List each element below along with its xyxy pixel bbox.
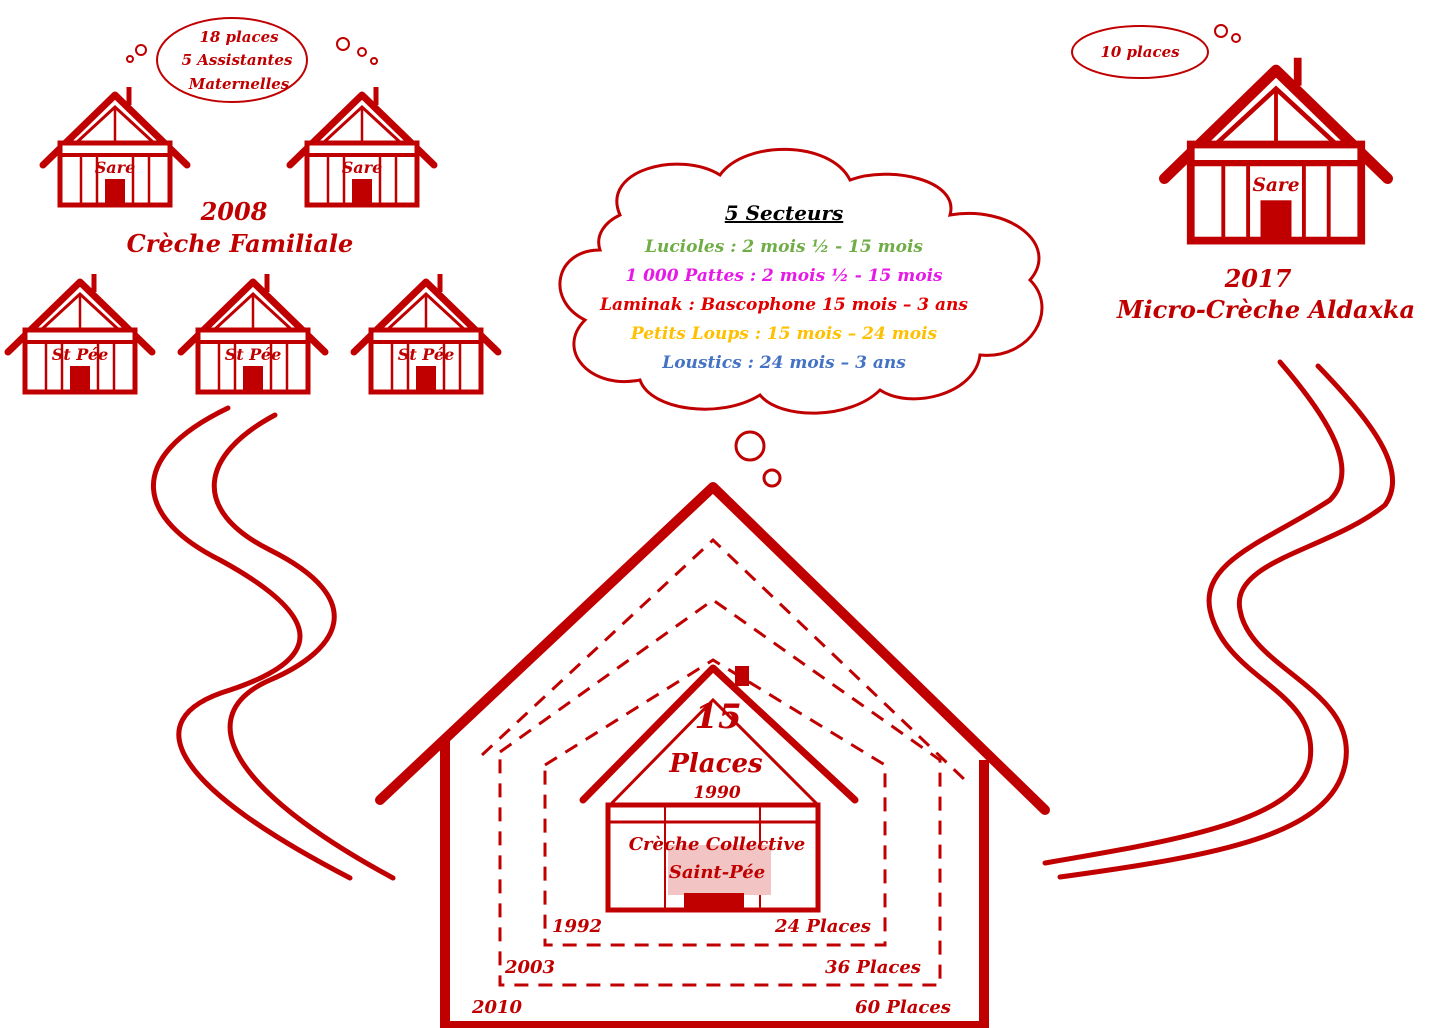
ring-1992 (543, 658, 887, 947)
secteur-petits-loups: Petits Loups : 15 mois – 24 mois (630, 324, 938, 344)
familiale-title: Crèche Familiale (127, 229, 354, 258)
house-label: St Pée (225, 345, 281, 364)
collective-capacity-unit: Places (668, 749, 763, 779)
house-stpee-3: St Pée (354, 274, 498, 392)
secteur-laminak: Laminak : Bascophone 15 mois – 3 ans (599, 295, 968, 315)
house-label: Sare (1252, 175, 1299, 196)
house-label: St Pée (398, 345, 454, 364)
house-micro-sare: Sare (1164, 58, 1387, 241)
micro-bubble-places: 10 places (1100, 43, 1180, 61)
collective-name-line1: Crèche Collective (629, 834, 806, 855)
collective-year: 1990 (693, 783, 740, 803)
familiale-bubble-maternelles: Maternelles (188, 75, 290, 93)
river-left (150, 405, 396, 881)
collective-name-line2: Saint-Pée (669, 862, 765, 883)
ring-2010 (480, 537, 967, 782)
ring3-year: 2010 (471, 997, 523, 1018)
secteurs-cloud: 5 Secteurs Lucioles : 2 mois ½ - 15 mois… (558, 147, 1044, 488)
familiale-thought-bubble: 18 places 5 Assistantes Maternelles (126, 17, 378, 103)
ring-2003 (498, 598, 942, 987)
familiale-bubble-places: 18 places (199, 28, 279, 46)
secteur-lucioles: Lucioles : 2 mois ½ - 15 mois (644, 237, 923, 257)
secteur-loustics: Loustics : 24 mois – 3 ans (661, 353, 906, 373)
ring2-places: 36 Places (825, 957, 921, 978)
ring2-year: 2003 (504, 957, 555, 978)
house-sare-2: Sare (290, 87, 434, 205)
micro-year: 2017 (1224, 264, 1292, 293)
collective-house: 15 Places 1990 Crèche Collective Saint-P… (375, 482, 1050, 1028)
micro-thought-bubble: 10 places (1071, 24, 1241, 79)
collective-capacity: 15 (694, 697, 741, 737)
ring1-places: 24 Places (774, 916, 871, 937)
secteur-pattes: 1 000 Pattes : 2 mois ½ - 15 mois (625, 266, 943, 286)
house-stpee-2: St Pée (181, 274, 325, 392)
river-right (1042, 359, 1396, 880)
familiale-bubble-assistantes: 5 Assistantes (182, 51, 293, 69)
ring1-year: 1992 (552, 916, 602, 937)
house-label: Sare (342, 158, 383, 177)
micro-title: Micro-Crèche Aldaxka (1116, 295, 1415, 324)
house-stpee-1: St Pée (8, 274, 152, 392)
house-label: St Pée (52, 345, 108, 364)
secteurs-title: 5 Secteurs (725, 201, 844, 225)
house-label: Sare (95, 158, 136, 177)
ring3-places: 60 Places (855, 997, 951, 1018)
house-sare-1: Sare (43, 87, 187, 205)
familiale-year: 2008 (200, 197, 268, 226)
